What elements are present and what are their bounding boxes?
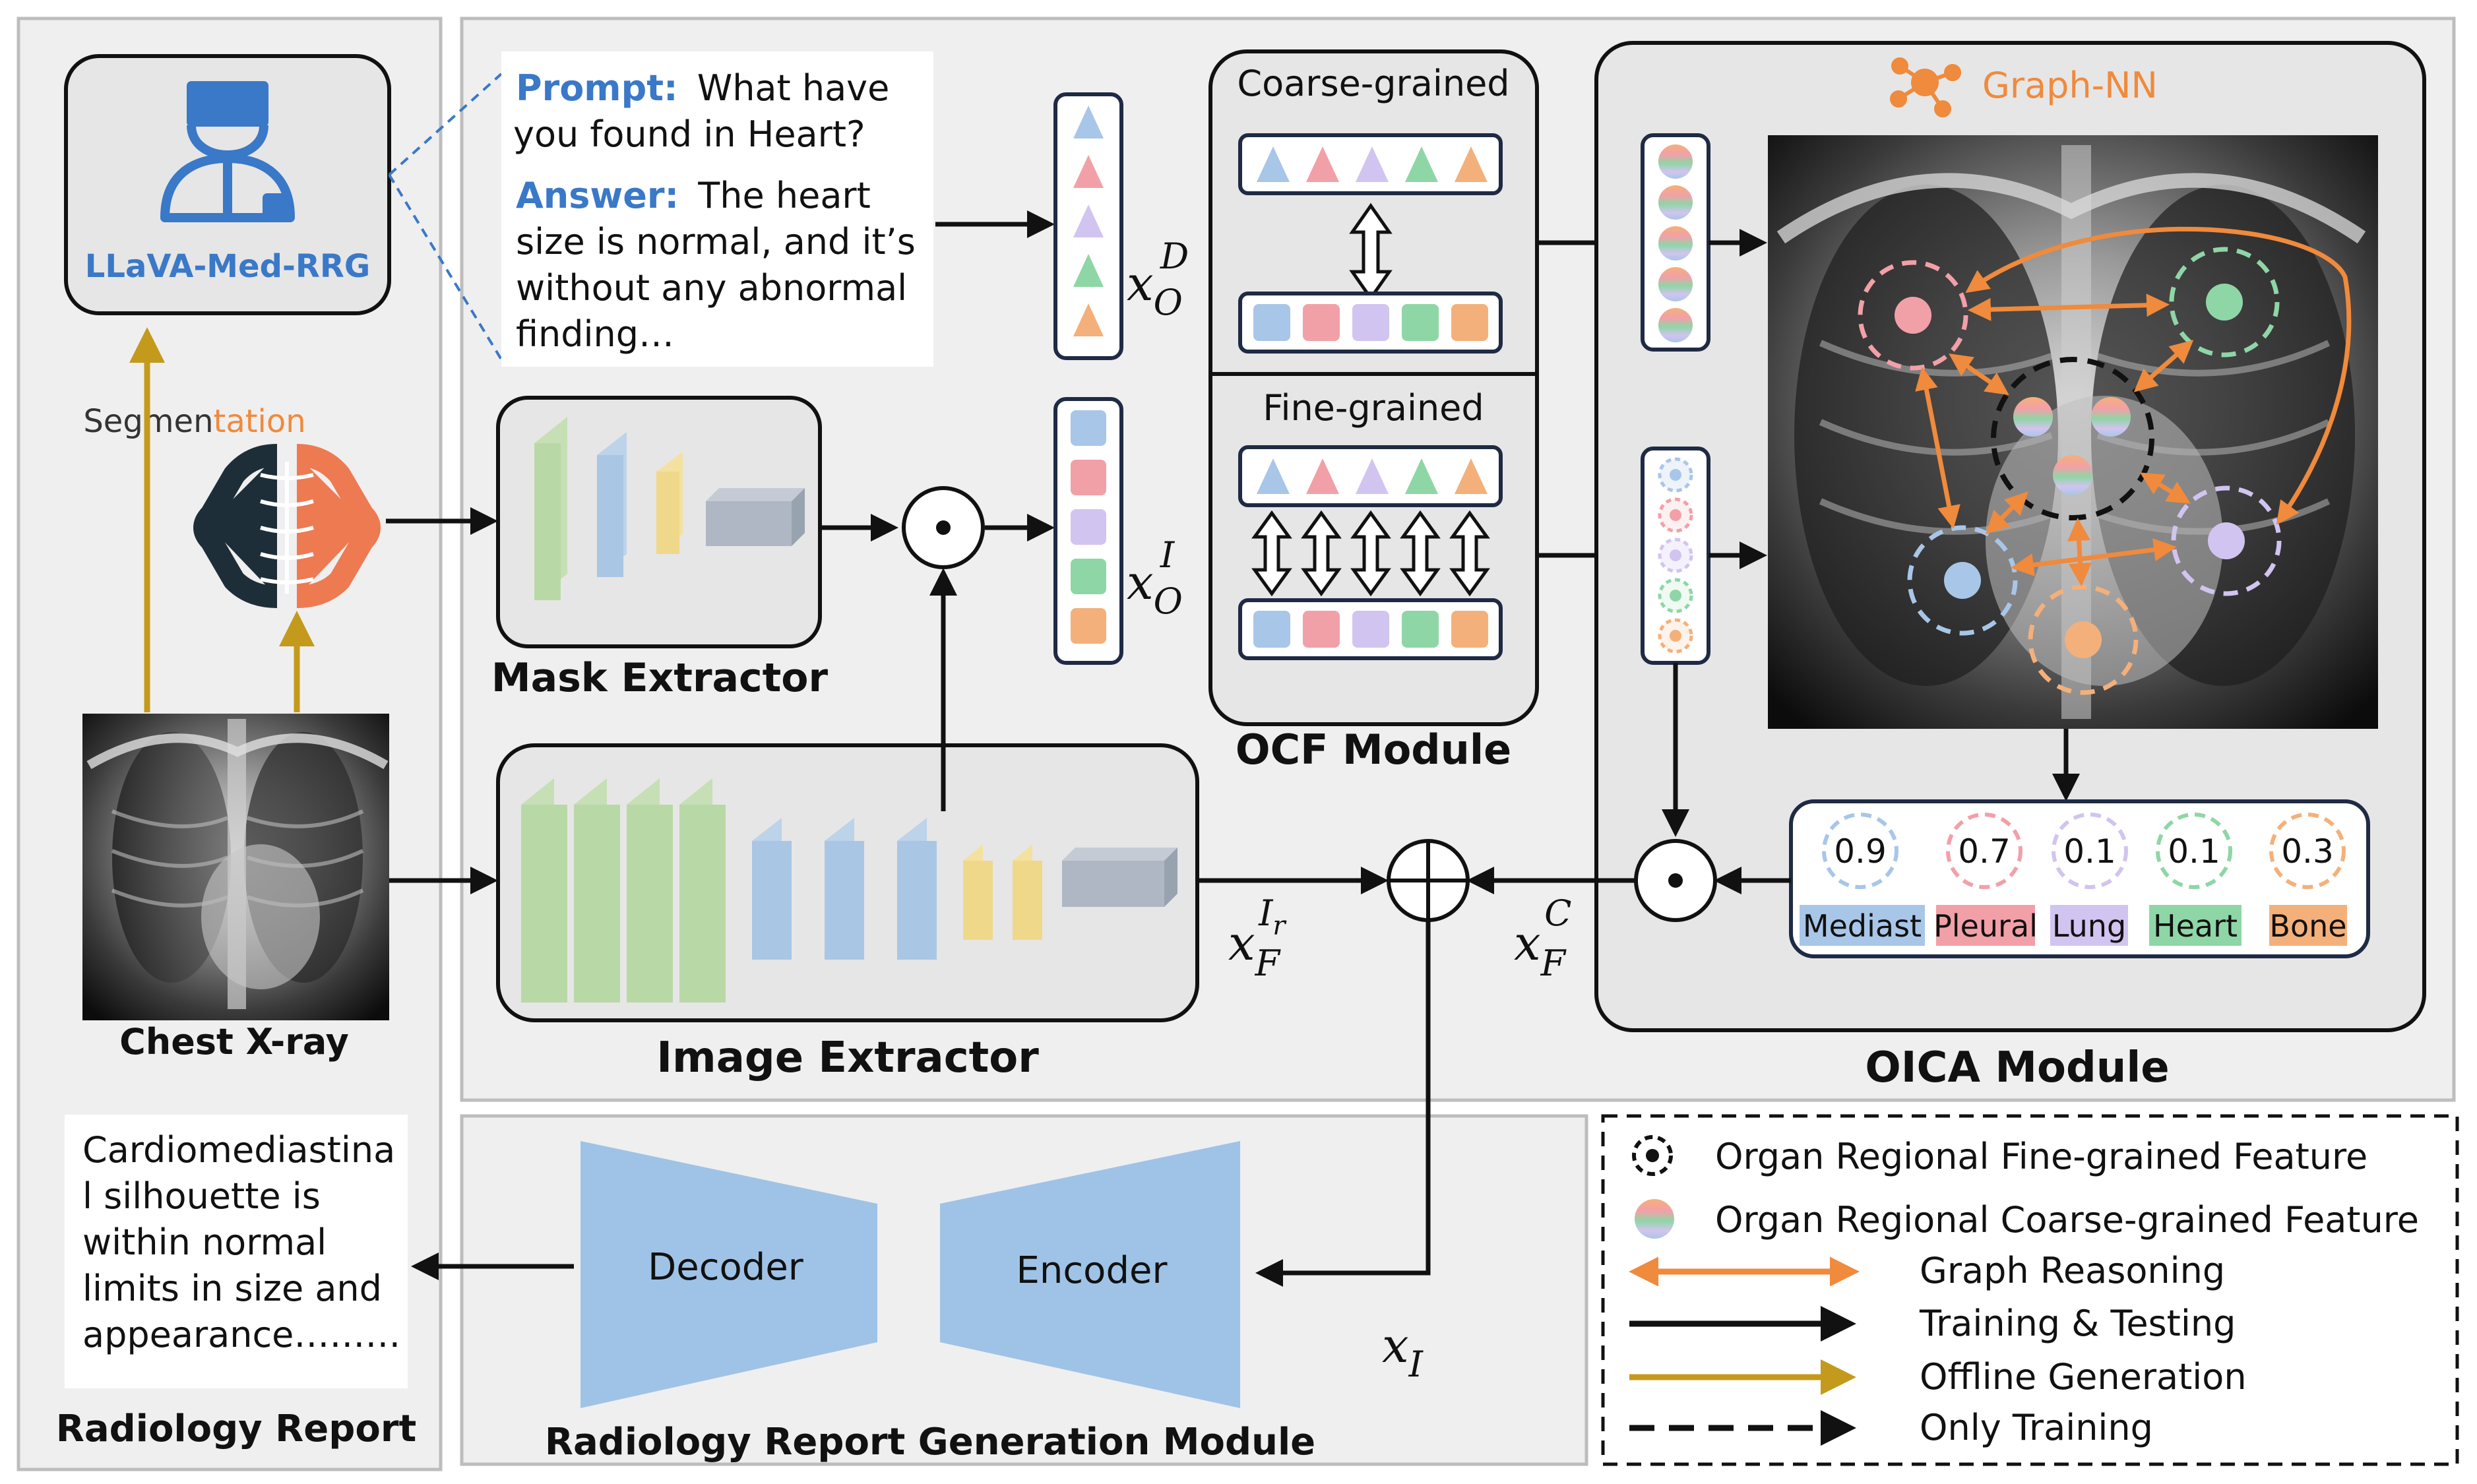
encoder-shape <box>940 1141 1240 1408</box>
llava-label: LLaVA-Med-RRG <box>85 248 370 285</box>
answer-text-2: size is normal, and it’s <box>516 221 916 263</box>
score-value-pleural: 0.7 <box>1958 832 2011 871</box>
report-title: Radiology Report <box>56 1407 416 1450</box>
coarse-square-row <box>1238 292 1503 354</box>
chest-xray-image <box>82 714 389 1020</box>
generation-module-label: Radiology Report Generation Module <box>545 1421 1315 1464</box>
oica-fine-vector <box>1641 447 1710 665</box>
report-line-3: within normal <box>82 1221 327 1263</box>
report-line-2: l silhouette is <box>82 1175 321 1217</box>
arrow-sum-to-encoder <box>1255 920 1431 1287</box>
coarse-grained-label: Coarse-grained <box>1237 63 1509 104</box>
xf-ir-math: xFIr <box>1228 892 1287 984</box>
organ-label-lung: Lung <box>2052 908 2126 944</box>
legend-coarse-icon <box>1635 1199 1674 1239</box>
report-box <box>65 1115 408 1388</box>
answer-label: Answer: <box>516 175 679 216</box>
organ-label-bars: Mediast Pleural Lung Heart Bone <box>1800 905 2347 946</box>
legend-box <box>1601 1114 2459 1466</box>
prompt-line-1: Prompt: What have <box>516 67 889 109</box>
legend-offline-label: Offline Generation <box>1920 1356 2247 1398</box>
elementwise-product-node <box>902 486 985 569</box>
legend-fine-icon <box>1632 1135 1673 1176</box>
answer-text-1: The heart <box>697 175 871 216</box>
fine-square-row <box>1238 598 1503 660</box>
image-extractor-layers <box>521 778 1177 1003</box>
chest-xray-label: Chest X-ray <box>119 1021 349 1063</box>
score-value-heart: 0.1 <box>2168 832 2220 871</box>
report-text: Cardiomediastina l silhouette is within … <box>82 1129 400 1355</box>
score-value-lung: 0.1 <box>2063 832 2116 871</box>
organ-score-circles <box>1822 813 2346 889</box>
report-line-1: Cardiomediastina <box>82 1129 395 1171</box>
answer-text-3: without any abnormal <box>516 267 907 309</box>
oica-product-node <box>1634 839 1717 922</box>
prompt-box <box>501 51 933 367</box>
coarse-triangle-row <box>1238 133 1503 195</box>
graph-edges <box>1915 226 2352 586</box>
organ-label-bone: Bone <box>2269 908 2346 944</box>
graph-nn-label: Graph-NN <box>1982 65 2158 106</box>
xi-math: xI <box>1382 1318 1424 1385</box>
fine-bidirectional-arrows <box>1251 510 1490 597</box>
sum-node <box>1387 839 1470 922</box>
callout-line-bottom <box>388 173 503 361</box>
xo-i-math: xOI <box>1127 534 1183 622</box>
oica-module-label: OICA Module <box>1865 1043 2169 1092</box>
organ-label-mediast: Mediast <box>1803 908 1922 944</box>
xo-d-math: xOD <box>1127 235 1189 323</box>
report-line-5: appearance……… <box>82 1314 400 1355</box>
organ-score-values: 0.9 0.7 0.1 0.1 0.3 <box>1834 832 2334 871</box>
ocf-module-label: OCF Module <box>1236 726 1511 774</box>
organ-label-pleural: Pleural <box>1933 908 2038 944</box>
answer-line-1: Answer: The heart <box>516 175 871 216</box>
score-value-bone: 0.3 <box>2281 832 2334 871</box>
fine-triangle-row <box>1238 445 1503 507</box>
score-value-mediast: 0.9 <box>1834 832 1887 871</box>
legend-fine-label: Organ Regional Fine-grained Feature <box>1715 1136 2367 1177</box>
prompt-text-1: What have <box>697 67 890 109</box>
decoder-shape <box>580 1141 877 1408</box>
oica-coarse-vector <box>1641 133 1710 352</box>
legend-graph-label: Graph Reasoning <box>1920 1250 2225 1291</box>
segmentation-icon <box>193 444 381 608</box>
image-extractor-label: Image Extractor <box>656 1034 1039 1082</box>
organ-label-heart: Heart <box>2153 908 2238 944</box>
legend-coarse-label: Organ Regional Coarse-grained Feature <box>1715 1199 2419 1241</box>
mask-extractor-layers <box>534 417 805 600</box>
prompt-label: Prompt: <box>516 67 678 109</box>
segmentation-label: Segmentation <box>83 403 305 440</box>
answer-text-4: finding… <box>516 313 674 355</box>
xf-c-math: xFC <box>1514 892 1571 984</box>
fine-grained-label: Fine-grained <box>1263 387 1484 429</box>
encoder-label: Encoder <box>1017 1249 1168 1292</box>
xo-i-vector <box>1053 397 1123 665</box>
legend-train-test-label: Training & Testing <box>1919 1303 2236 1344</box>
doctor-icon <box>160 81 295 222</box>
prompt-text-2: you found in Heart? <box>513 113 865 155</box>
legend-only-train-label: Only Training <box>1920 1407 2153 1448</box>
xo-d-vector <box>1053 92 1123 360</box>
ocf-module-box <box>1208 49 1539 726</box>
mask-extractor-label: Mask Extractor <box>491 655 829 701</box>
decoder-label: Decoder <box>648 1246 804 1289</box>
report-line-4: limits in size and <box>82 1268 382 1309</box>
graph-nn-icon <box>1890 57 1961 117</box>
